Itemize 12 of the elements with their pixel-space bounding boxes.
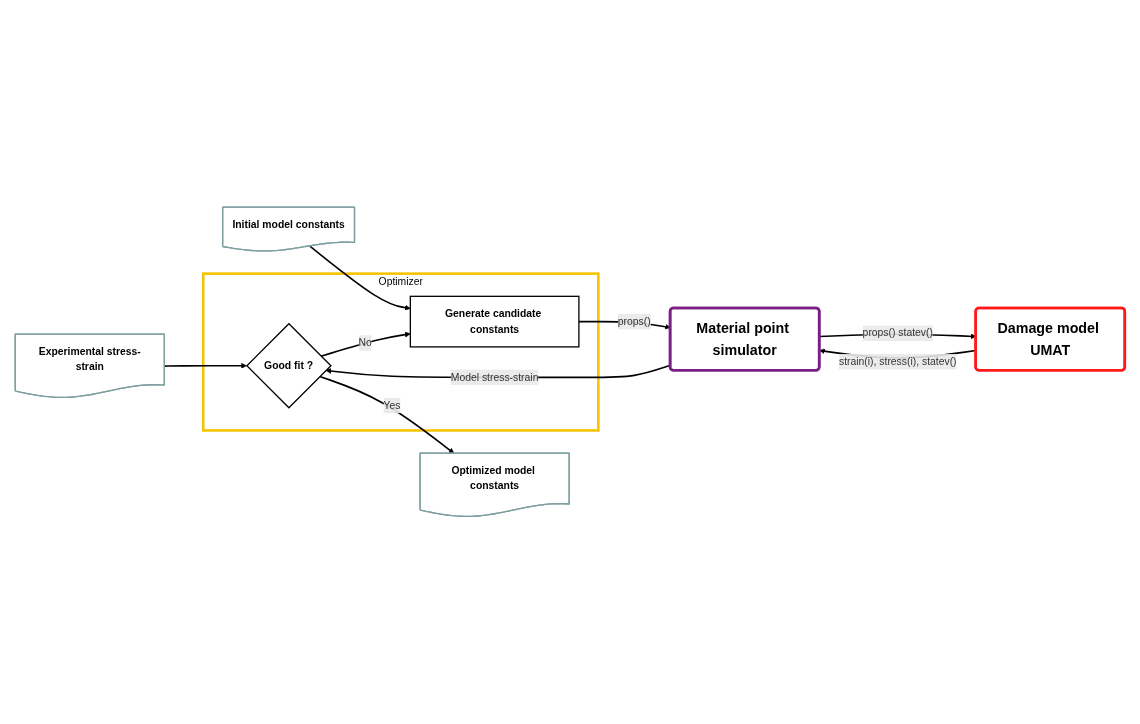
edge-label: No — [358, 337, 372, 349]
edge-label: Model stress-strain — [450, 371, 539, 383]
arrow — [163, 363, 247, 369]
edge-label: Yes — [383, 399, 401, 411]
node-box: Generate candidate constants — [409, 295, 580, 348]
arrow — [309, 245, 411, 311]
arrow — [319, 375, 455, 454]
edge-label: strain(i), stress(i), statev() — [838, 356, 957, 368]
edge-label: props() — [617, 316, 651, 328]
edge-label: props() statev() — [862, 327, 933, 339]
node-diamond: Good fit ? — [246, 323, 332, 409]
arrow — [320, 332, 411, 358]
